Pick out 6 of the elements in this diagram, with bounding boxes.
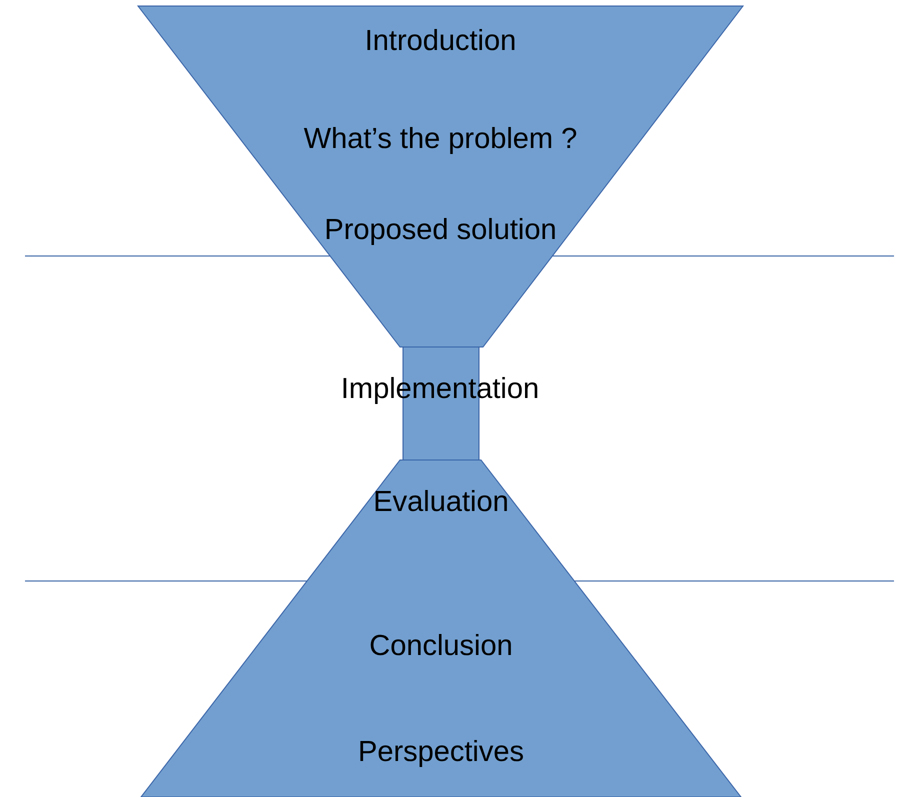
stage-label: Evaluation bbox=[373, 485, 509, 519]
stage-label: What’s the problem ? bbox=[304, 122, 578, 156]
stage-label: Introduction bbox=[364, 24, 516, 58]
stage-label: Proposed solution bbox=[324, 213, 557, 247]
stage-label: Conclusion bbox=[369, 629, 513, 663]
stage-label: Perspectives bbox=[358, 735, 524, 769]
